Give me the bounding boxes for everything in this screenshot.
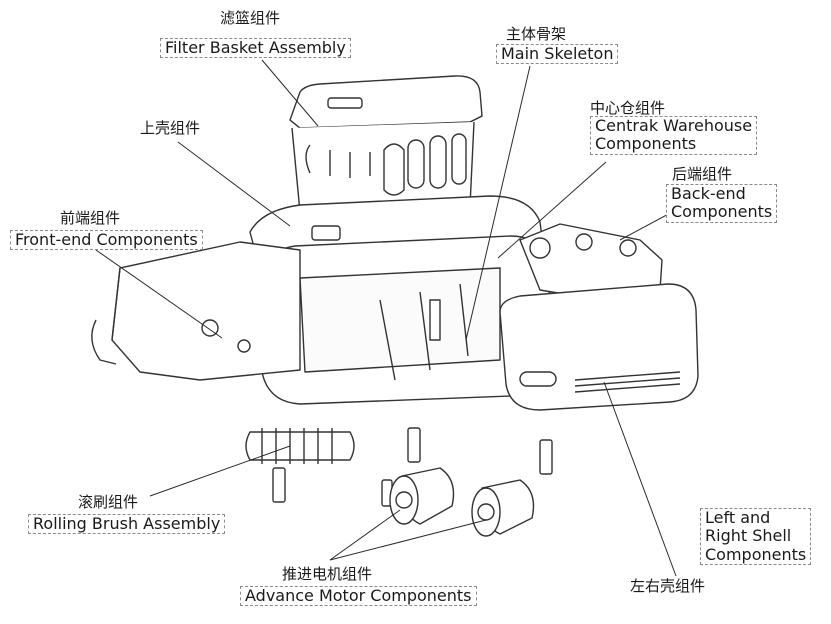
filter-basket-part xyxy=(289,75,483,213)
center-warehouse-cn: 中心仓组件 xyxy=(590,99,666,117)
back-end-en: Back-end Components xyxy=(666,184,778,223)
left-right-shell-en: Left and Right Shell Components xyxy=(700,508,812,566)
front-end-en: Front-end Components xyxy=(10,230,203,251)
shaft-pins xyxy=(272,427,553,507)
motor-part-right xyxy=(471,479,535,537)
motor-part-left xyxy=(389,467,455,525)
leader-upper-shell xyxy=(177,141,291,227)
upper-shell-cn: 上壳组件 xyxy=(140,119,201,137)
back-end-part xyxy=(519,223,663,301)
leader-rolling-brush xyxy=(149,445,291,497)
advance-motor-en: Advance Motor Components xyxy=(240,586,477,607)
side-shell-part xyxy=(499,283,699,411)
leader-main-skeleton xyxy=(465,65,531,341)
main-skeleton-en: Main Skeleton xyxy=(496,44,619,65)
back-end-cn: 后端组件 xyxy=(672,165,733,183)
main-skeleton-cn: 主体骨架 xyxy=(506,25,567,43)
filter-basket-en: Filter Basket Assembly xyxy=(160,38,351,59)
leader-center-warehouse xyxy=(497,161,607,259)
rolling-brush-part xyxy=(245,428,355,464)
front-end-cn: 前端组件 xyxy=(60,209,121,227)
left-right-shell-cn: 左右壳组件 xyxy=(630,577,706,595)
leader-motor-a xyxy=(329,509,401,561)
main-skeleton-part xyxy=(261,235,553,405)
filter-basket-cn: 滤篮组件 xyxy=(220,9,281,27)
center-warehouse-en: Centrak Warehouse Components xyxy=(590,116,758,155)
rolling-brush-cn: 滚刷组件 xyxy=(78,493,139,511)
front-end-part xyxy=(91,241,301,381)
rolling-brush-en: Rolling Brush Assembly xyxy=(28,514,226,535)
leader-motor-b xyxy=(329,519,487,561)
leader-lines xyxy=(95,59,677,577)
advance-motor-cn: 推进电机组件 xyxy=(282,565,373,583)
leader-front-end xyxy=(95,249,223,339)
leader-side-shell xyxy=(603,381,677,577)
leader-filter-basket xyxy=(261,59,319,127)
